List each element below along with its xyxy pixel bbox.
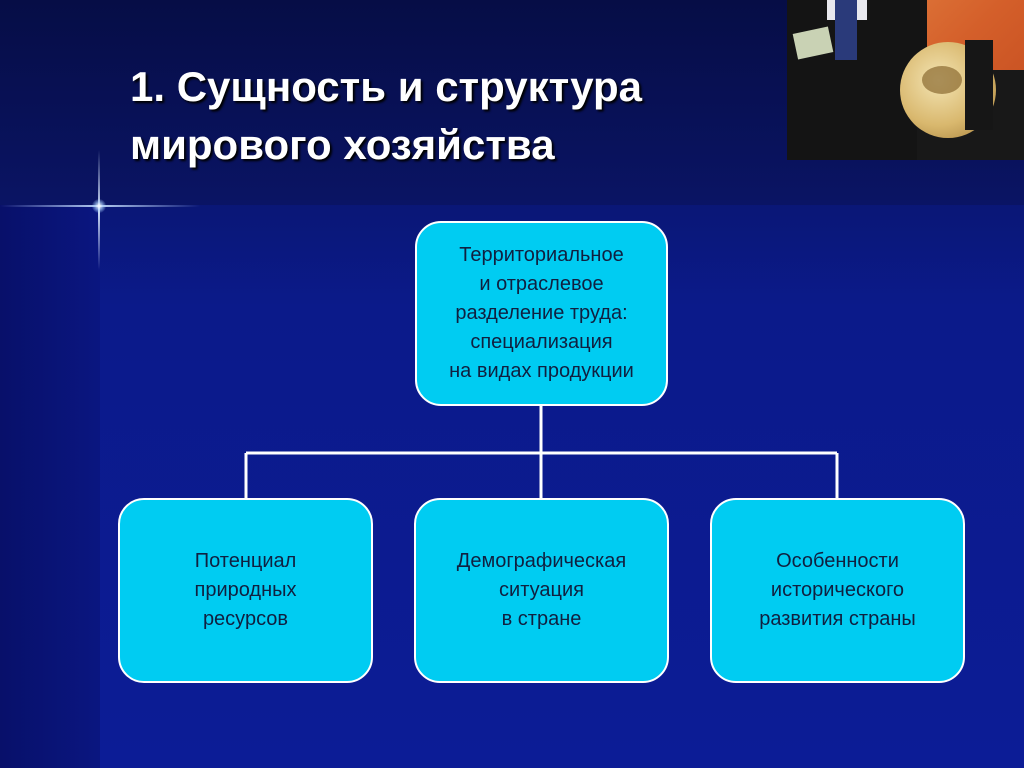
light-flare-center: [92, 199, 106, 213]
diagram-child-box-demography: Демографическая ситуация в стране: [414, 498, 669, 683]
diagram-child-text: Особенности исторического развития стран…: [759, 550, 916, 630]
diagram-child-box-history: Особенности исторического развития стран…: [710, 498, 965, 683]
slide-title-line-1: 1. Сущность и структура: [130, 63, 643, 110]
diagram-child-text: Потенциал природных ресурсов: [194, 550, 297, 630]
diagram-child-text: Демографическая ситуация в стране: [456, 550, 627, 630]
diagram-root-box: Территориальное и отраслевое разделение …: [415, 221, 668, 406]
left-band: [0, 205, 100, 768]
slide-title: 1. Сущность и структура мирового хозяйст…: [130, 58, 810, 174]
diagram-root-text: Территориальное и отраслевое разделение …: [449, 244, 634, 382]
businessman-globe-photo: [787, 0, 1024, 160]
diagram-child-box-natural-resources: Потенциал природных ресурсов: [118, 498, 373, 683]
slide-title-line-2: мирового хозяйства: [130, 121, 555, 168]
